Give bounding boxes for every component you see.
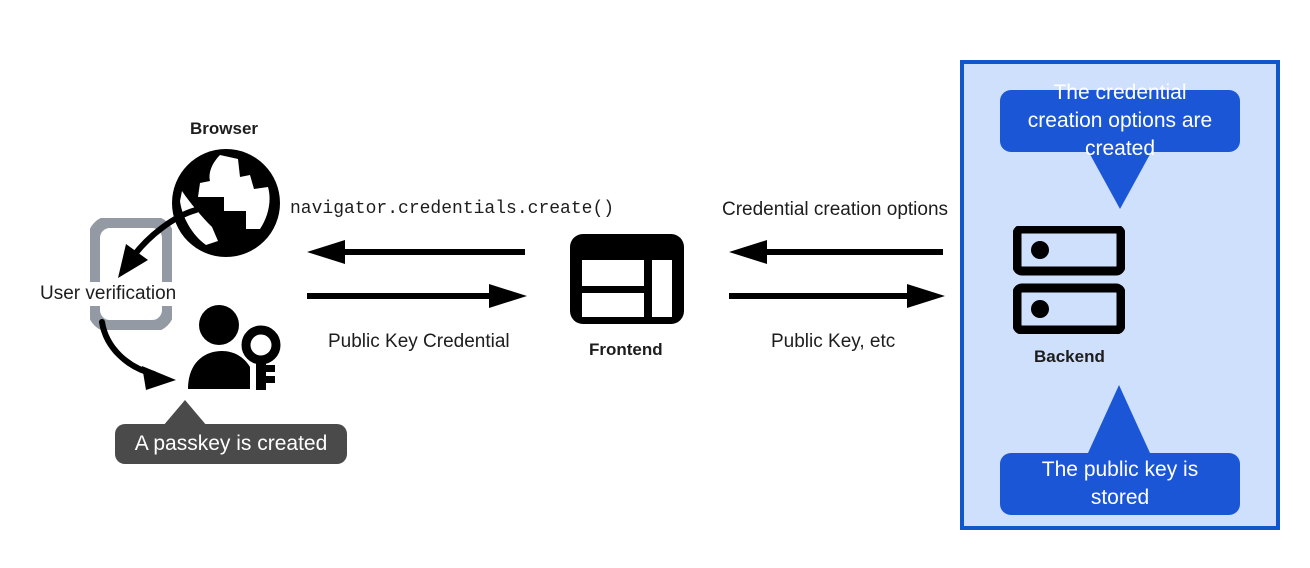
- backend-label: Backend: [1034, 347, 1105, 366]
- browser-label: Browser: [190, 119, 259, 138]
- credential-creation-options-label: Credential creation options: [722, 199, 949, 220]
- frontend-to-backend-arrow: [727, 284, 947, 308]
- frontend-to-browser-arrow: [305, 240, 530, 264]
- browser-window-icon: [568, 232, 686, 326]
- user-verification-label: User verification: [38, 282, 179, 306]
- frontend-label: Frontend: [589, 340, 663, 359]
- browser-to-phone-arrow: [96, 200, 206, 290]
- phone-to-user-arrow: [80, 318, 200, 398]
- server-rack-icon: [1013, 226, 1125, 334]
- passkey-created-bubble: A passkey is created: [115, 424, 347, 464]
- public-key-etc-label: Public Key, etc: [771, 331, 896, 352]
- browser-to-frontend-arrow: [305, 284, 530, 308]
- globe-icon: [168, 145, 284, 261]
- backend-to-frontend-arrow: [727, 240, 947, 264]
- public-key-stored-bubble-tail: [1088, 385, 1150, 453]
- person-with-key-icon: [186, 305, 284, 393]
- credential-options-bubble: The credential creation options are crea…: [1000, 81, 1240, 160]
- public-key-credential-label: Public Key Credential: [328, 331, 510, 352]
- passkey-created-bubble-tail: [163, 400, 207, 426]
- public-key-stored-bubble: The public key is stored: [1000, 453, 1240, 515]
- navigator-credentials-create-label: navigator.credentials.create(): [290, 199, 615, 219]
- credential-options-bubble-tail: [1086, 147, 1154, 209]
